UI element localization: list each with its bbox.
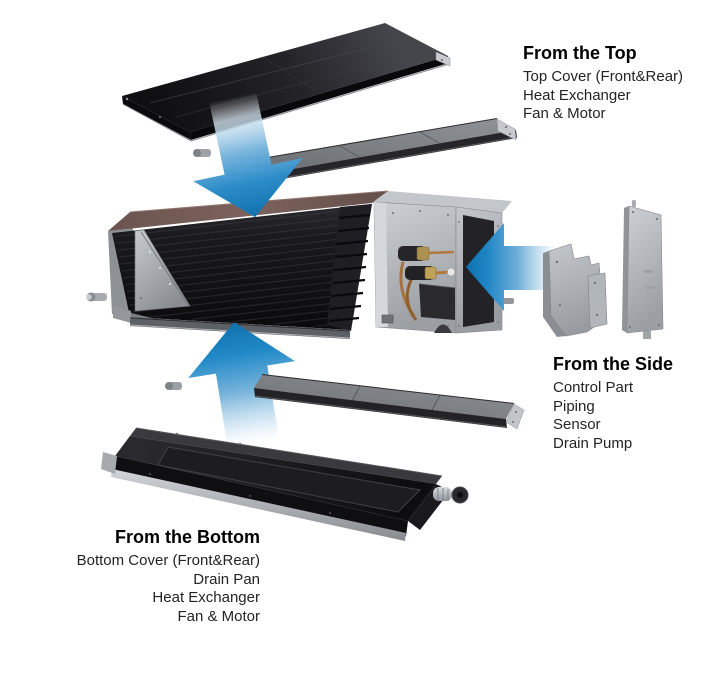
from-top-label-block: From the Top Top Cover (Front&Rear) Heat… (523, 42, 683, 124)
drain-pump-fitting (433, 486, 469, 504)
main-unit (86, 190, 520, 339)
from-bottom-item: Drain Pan (193, 570, 260, 588)
from-bottom-heading: From the Bottom (115, 527, 260, 547)
from-bottom-item: Bottom Cover (Front&Rear) (76, 552, 260, 569)
refrigerant-piping (398, 246, 455, 321)
from-top-arrow-icon (193, 92, 303, 218)
left-end-bracket (134, 229, 191, 312)
from-bottom-item: Fan & Motor (177, 607, 260, 625)
from-side-item: Drain Pump (553, 434, 633, 452)
drain-pan (101, 427, 469, 541)
from-side-arrow-icon (466, 223, 558, 311)
from-side-heading: From the Side (553, 354, 674, 374)
top-cover-panel (122, 23, 451, 142)
from-top-item: Fan & Motor (523, 105, 606, 122)
coil-slats (327, 204, 372, 331)
from-side-item: Piping (553, 397, 595, 415)
from-top-item: Heat Exchanger (523, 86, 631, 104)
from-top-heading: From the Top (523, 43, 637, 63)
from-side-label-block: From the Side Control Part Piping Sensor… (553, 353, 673, 453)
side-cover-panel (622, 200, 664, 339)
from-bottom-arrow-icon (188, 322, 295, 451)
from-side-item: Sensor (553, 416, 601, 433)
rear-bottom-cover-panel (165, 374, 525, 430)
from-bottom-item: Heat Exchanger (152, 589, 260, 606)
from-bottom-label-block: From the Bottom Bottom Cover (Front&Rear… (77, 526, 260, 626)
control-box (419, 284, 455, 320)
right-end-panel (373, 201, 457, 334)
from-top-item: Top Cover (Front&Rear) (523, 68, 684, 85)
rear-top-cover-panel (193, 118, 518, 179)
control-part-bracket (543, 243, 608, 337)
from-side-item: Control Part (553, 379, 634, 396)
